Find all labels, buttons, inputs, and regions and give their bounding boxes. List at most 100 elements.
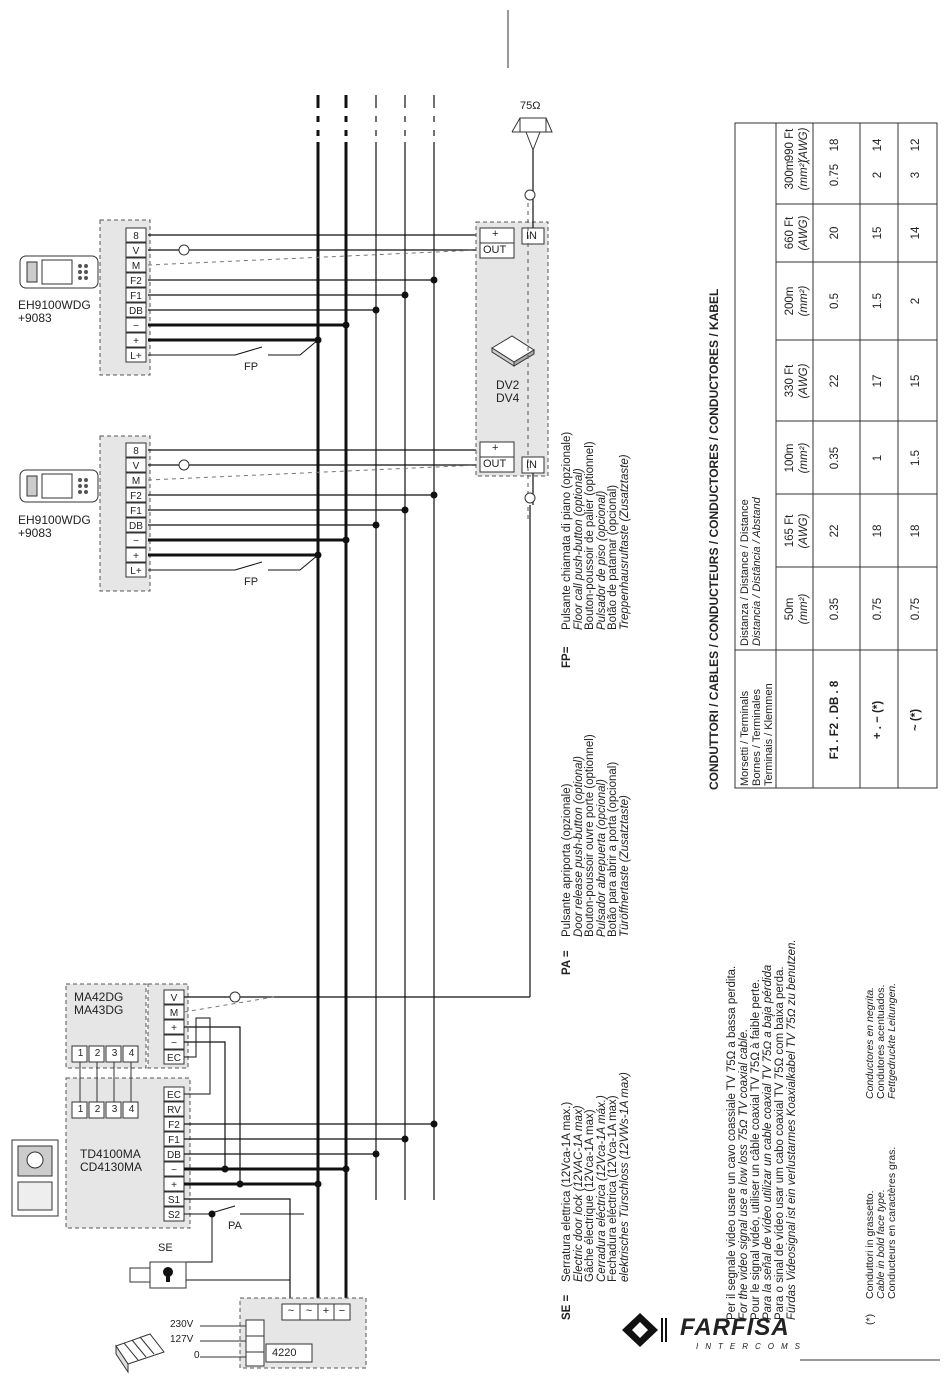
terminal-label: RV (167, 1105, 181, 1116)
audio-terminals: V M + − EC (164, 991, 184, 1066)
cable-table (734, 122, 938, 789)
monitor-2-terminals: 8 V M F2 F1 DB − + L+ (126, 444, 146, 579)
monitor-1 (19, 219, 481, 376)
terminal-label: V (170, 993, 178, 1004)
table-cell: 1.5 (910, 450, 922, 466)
power-supply (115, 1297, 367, 1374)
door-release-switch-label: PA (228, 1220, 242, 1232)
distributor-port-out-1: OUT (483, 244, 507, 256)
monitor-2-icon (19, 469, 99, 503)
door-panel-model-1: TD4100MA (80, 1147, 141, 1161)
resistor-75-icon (511, 117, 553, 151)
legend-line: Bouton-poussoir ouvre porte (optionnel) (584, 734, 596, 937)
output-label: − (338, 1305, 346, 1317)
table-cell: 14 (872, 138, 884, 152)
legend-line: elektrisches Türschloss (12VWs-1A max) (618, 1072, 631, 1282)
column-distance: 200m (784, 286, 796, 316)
table-cell: 2 (910, 297, 922, 305)
terminal-label: − (171, 1038, 177, 1049)
monitor-1-terminals: 8 V M F2 F1 DB − + L+ (126, 229, 146, 364)
table-cell: 22 (829, 524, 841, 538)
distributor-port-in-1: IN (526, 230, 537, 242)
table-cell: 0.75 (872, 597, 884, 621)
column-unit: (mm²) (798, 285, 810, 317)
terminal-label: + (171, 1023, 177, 1034)
door-panel-terminals: EC RV F2 F1 DB − + S1 S2 (164, 1088, 184, 1223)
button-label: 4 (128, 1048, 135, 1059)
button-label: 3 (111, 1104, 118, 1115)
audio-module (65, 983, 189, 1069)
legend-pa-key: PA = (561, 950, 573, 975)
power-input-127: 127V (170, 1334, 194, 1345)
column-distance: 990 Ft (784, 128, 796, 162)
power-input-0: 0 (194, 1350, 200, 1361)
audio-buttons: 1 2 3 4 (72, 1048, 140, 1059)
header-line: Bornes / Terminales (751, 688, 763, 786)
monitor-2-model: EH9100WDG (18, 513, 91, 527)
distributor-port-plus-2: + (492, 442, 499, 454)
output-label: ~ (287, 1305, 295, 1317)
terminal-label: M (169, 1008, 179, 1019)
column-unit: (AWG) (798, 215, 810, 251)
column-distance: 330 Ft (784, 364, 796, 398)
terminal-label: M (131, 261, 141, 272)
table-cell: 3 (910, 171, 922, 179)
terminal-label: − (133, 321, 139, 332)
door-panel (11, 1062, 191, 1229)
terminal-label: 8 (133, 446, 139, 457)
terminal-label: 8 (133, 231, 139, 242)
table-cell: 18 (910, 524, 922, 538)
monitor-2-code: +9083 (18, 526, 52, 540)
table-cell: 17 (872, 374, 884, 388)
lock-label: SE (158, 1242, 173, 1254)
terminal-label: L+ (130, 566, 142, 577)
terminal-label: F2 (130, 276, 142, 287)
table-cell: 15 (872, 226, 884, 240)
note-line: Conducteurs en caractères gras. (886, 1146, 898, 1299)
column-unit: (mm²) (798, 593, 810, 625)
terminal-label: + (133, 551, 139, 562)
monitor-1-code: +9083 (18, 311, 52, 325)
button-label: 3 (111, 1048, 118, 1059)
video-note: Per il segnale video usare un cavo coass… (726, 939, 798, 1320)
terminal-label: F1 (168, 1135, 180, 1146)
monitor-1-model: EH9100WDG (18, 298, 91, 312)
power-outputs: ~ ~ + − (282, 1305, 350, 1317)
brand-name: FARFISA (680, 1314, 790, 1341)
table-distance-header: Distanza / Distance / Distance Distancia… (739, 497, 763, 646)
farfisa-logo (622, 1313, 940, 1361)
monitor-2-switch-label: FP (244, 576, 259, 588)
column-unit: (AWG) (798, 363, 810, 399)
terminal-label: EC (167, 1053, 181, 1064)
legend-line: Pulsante apriporta (opzionale) (561, 783, 573, 937)
table-cell: 0.35 (829, 597, 841, 621)
bold-note: (*) Conduttori in grassetto. Cable in bo… (864, 983, 898, 1325)
button-label: 1 (77, 1048, 84, 1059)
monitor-1-icon (19, 255, 99, 289)
column-unit: (mm²) (798, 159, 810, 191)
terminal-label: F2 (168, 1120, 180, 1131)
button-label: 4 (128, 1104, 135, 1115)
column-unit: (AWG) (798, 513, 810, 549)
distributor-model-2: DV4 (496, 391, 520, 405)
terminal-label: EC (167, 1090, 181, 1101)
table-cell: 0.75 (910, 597, 922, 621)
button-label: 2 (94, 1104, 101, 1115)
power-input-230: 230V (170, 1319, 194, 1330)
terminal-label: + (133, 336, 139, 347)
terminal-label: DB (129, 306, 143, 317)
table-cell: 18 (872, 524, 884, 538)
terminal-label: DB (129, 521, 143, 532)
legend-pa: PA = Pulsante apriporta (opzionale) Door… (561, 675, 631, 975)
note-line: Per il segnale video usare un cavo coass… (726, 965, 738, 1320)
terminal-label: S2 (167, 1210, 181, 1221)
table-cell: 20 (829, 226, 841, 240)
terminal-label: F2 (130, 491, 142, 502)
legend-line: Pulsante chiamata di piano (opzionale) (561, 431, 573, 630)
table-cell: 18 (829, 138, 841, 152)
button-label: 2 (94, 1048, 101, 1059)
table-cell: 0.35 (829, 446, 841, 470)
table-terminals-header: Morsetti / Terminals Bornes / Terminales… (739, 683, 775, 786)
column-distance: 165 Ft (784, 514, 796, 548)
